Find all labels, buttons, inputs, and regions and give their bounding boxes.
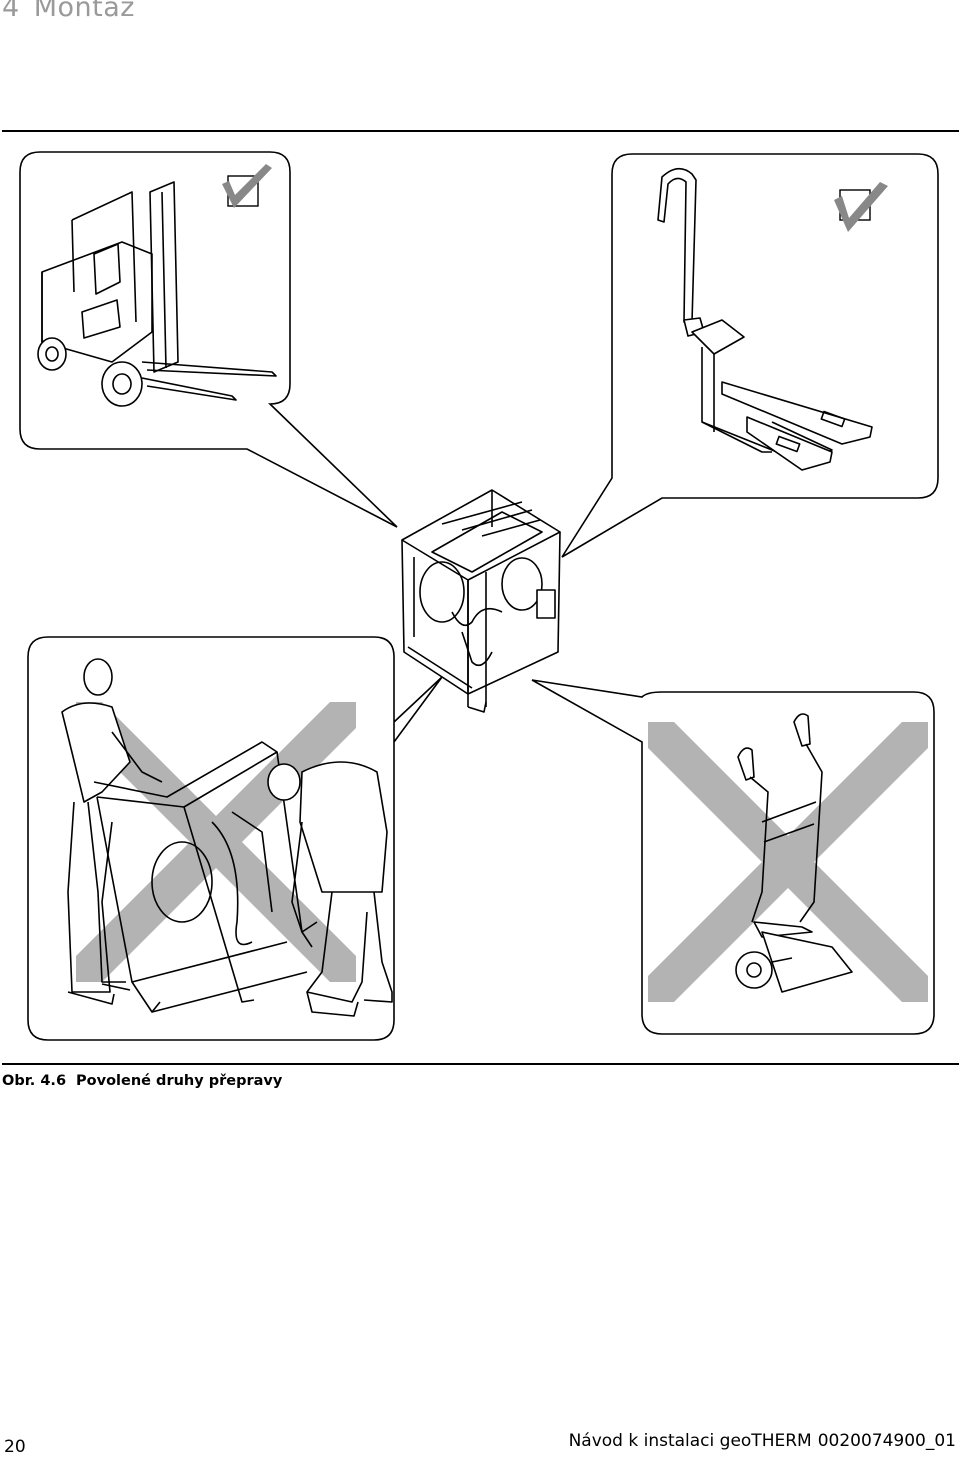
- figure-caption: Obr. 4.6 Povolené druhy přepravy: [2, 1073, 282, 1089]
- figure-frame: [2, 130, 959, 1065]
- section-title: Montáž: [33, 0, 135, 23]
- document-title: Návod k instalaci geoTHERM: [568, 1431, 812, 1451]
- hand-truck-drawing: [735, 713, 853, 993]
- pallet-jack-drawing: [657, 167, 873, 471]
- forklift-drawing: [37, 181, 277, 407]
- section-number: 4: [2, 0, 20, 23]
- two-people-carrying-drawing: [61, 658, 393, 1017]
- document-number: 0020074900_01: [817, 1431, 956, 1451]
- figure-caption-text: Povolené druhy přepravy: [76, 1073, 283, 1089]
- figure-caption-label: Obr. 4.6: [2, 1073, 67, 1089]
- bubble-hand-truck: [531, 679, 935, 1035]
- heat-pump-unit-drawing: [401, 489, 561, 713]
- check-icon: [222, 164, 272, 208]
- check-icon: [834, 182, 888, 232]
- transport-methods-illustration: [19, 151, 939, 1041]
- section-header: 4 Montáž: [2, 0, 135, 23]
- bubble-pallet-jack: [561, 153, 939, 558]
- page-number: 20: [4, 1437, 26, 1457]
